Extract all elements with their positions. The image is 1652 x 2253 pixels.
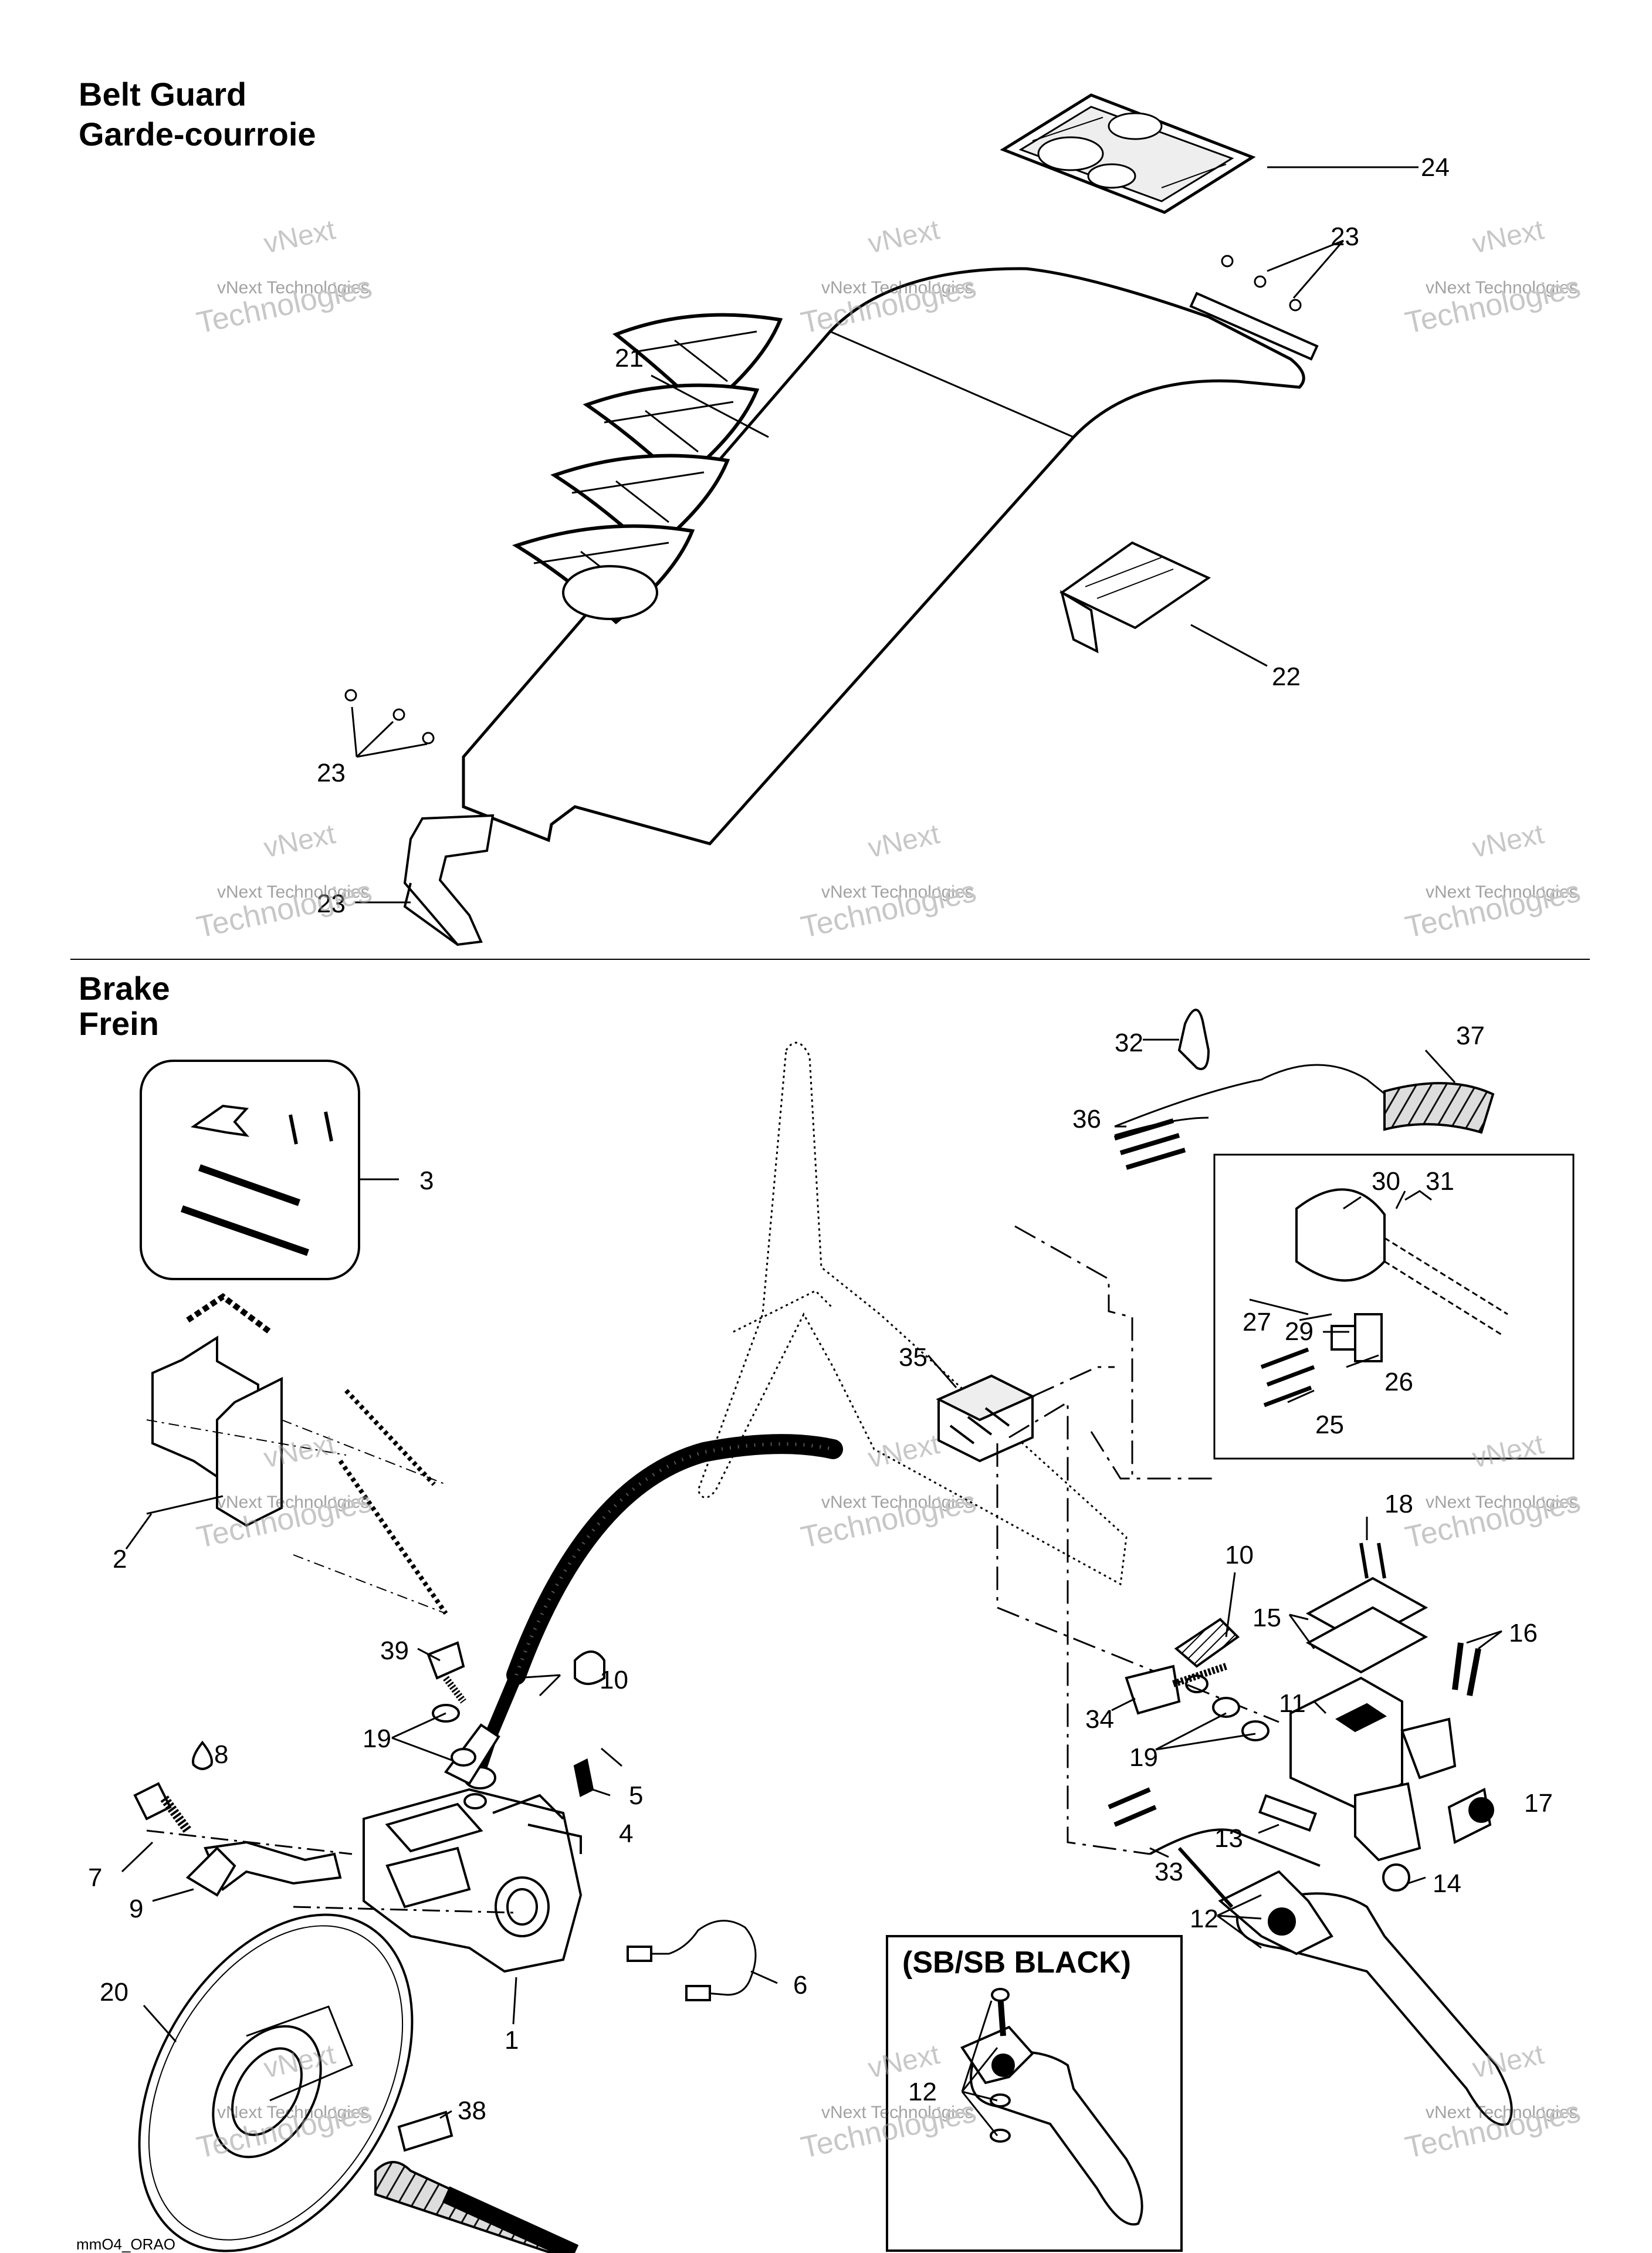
callout-35: 35: [899, 1343, 927, 1372]
watermark-line2: vNext Technologies: [217, 1493, 370, 1512]
watermark-line1: vNext: [1470, 818, 1546, 864]
section-title-brake-fr: Frein: [79, 1005, 159, 1042]
callout-37: 37: [1456, 1021, 1485, 1050]
callout-14: 14: [1433, 1869, 1461, 1898]
watermark-line2: vNext Technologies: [821, 1493, 974, 1512]
sb-black-inset: [886, 1935, 1183, 2252]
watermark-line2: vNext Technologies: [1426, 882, 1578, 902]
nut-23: [344, 255, 1302, 745]
callout-33: 33: [1155, 1858, 1183, 1886]
watermark-line1: vNext: [865, 818, 942, 864]
callout-6: 6: [793, 1971, 807, 2000]
callout-21: 21: [615, 344, 644, 373]
callout-19-right: 19: [1129, 1743, 1158, 1772]
brake-switch-inset: [1213, 1153, 1575, 1460]
callout-13: 13: [1214, 1824, 1243, 1853]
brake-lever: [1177, 1846, 1513, 2126]
banjo-fitting-upper: [1125, 1618, 1270, 1741]
watermark-line2: vNext Technologies: [1426, 1493, 1578, 1512]
oil-drop-icon: [192, 1740, 213, 1770]
watermark-line2: vNext Technologies: [821, 882, 974, 902]
section-title-belt-guard-fr: Garde-courroie: [79, 116, 316, 153]
connector-35: [936, 1374, 1035, 1463]
brake-leaders: [121, 1038, 1502, 2119]
callout-3: 3: [419, 1166, 434, 1195]
callout-16: 16: [1509, 1619, 1538, 1648]
watermark-line2: vNext Technologies: [821, 2103, 974, 2122]
callout-19-left: 19: [363, 1724, 391, 1753]
caliper-bolt-bracket: [133, 1782, 517, 1914]
caliper-assembly: [363, 1641, 605, 1973]
callout-10-upper: 10: [1225, 1541, 1254, 1569]
callout-34: 34: [1085, 1705, 1114, 1734]
callout-7: 7: [88, 1863, 102, 1892]
callout-38: 38: [458, 2096, 486, 2125]
callout-23-bracket: 23: [317, 889, 346, 918]
watermark-line1: vNext: [1470, 2039, 1546, 2084]
callout-9: 9: [129, 1895, 143, 1923]
callout-2: 2: [113, 1545, 127, 1574]
callout-4: 4: [619, 1819, 633, 1848]
footer-code: mmO4_ORAO: [76, 2235, 175, 2253]
callout-18: 18: [1384, 1490, 1413, 1518]
watermark-line1: vNext: [865, 1429, 942, 1474]
callout-23-top: 23: [1331, 222, 1359, 251]
callout-39: 39: [380, 1636, 409, 1665]
callout-5: 5: [629, 1781, 643, 1810]
callout-23-left: 23: [317, 759, 346, 787]
callout-27: 27: [1243, 1308, 1271, 1337]
callout-25: 25: [1315, 1410, 1344, 1439]
callout-10-lower: 10: [600, 1666, 628, 1694]
connector-dashlines: [996, 1366, 1279, 1855]
callout-31: 31: [1426, 1167, 1454, 1196]
brake-hose: [463, 1434, 843, 1789]
belt-guard-bracket: [403, 814, 495, 946]
brake-disc-20: [138, 1913, 414, 2252]
watermark-line2: vNext Technologies: [217, 2103, 370, 2122]
belt-guard-leaders: [351, 166, 1419, 904]
callout-36: 36: [1072, 1105, 1101, 1134]
kit-box-3: [140, 1060, 399, 1280]
callout-12-inset: 12: [908, 2078, 937, 2106]
watermark-line2: vNext Technologies: [1426, 278, 1578, 297]
decal-sheet-24: [1000, 93, 1256, 214]
brake-switch-cable: [1108, 1787, 1321, 1867]
section-title-brake-en: Brake: [79, 970, 170, 1007]
brake-pads-2: [125, 1293, 448, 1615]
watermark-line1: vNext: [1470, 214, 1546, 259]
callout-11: 11: [1279, 1689, 1306, 1718]
decal-22: [1059, 541, 1211, 654]
brake-line-6: [627, 1917, 759, 2001]
callout-30: 30: [1372, 1167, 1400, 1196]
callout-1: 1: [505, 2026, 519, 2055]
callout-labels: 24 23 21 22 23 23 3 2 32 37 36 30 31 27 …: [88, 153, 1553, 2125]
callout-26: 26: [1384, 1368, 1413, 1396]
callout-29: 29: [1285, 1317, 1314, 1346]
inset-label: (SB/SB BLACK): [902, 1946, 1131, 1980]
belt-guard-21: [462, 267, 1319, 845]
callout-12-right: 12: [1190, 1904, 1218, 1933]
callout-8: 8: [214, 1740, 228, 1769]
watermark-line1: vNext: [865, 214, 942, 259]
callout-32: 32: [1115, 1029, 1143, 1057]
master-cylinder: [1289, 1542, 1494, 1892]
belt-guard-drawing: [344, 93, 1319, 946]
callout-24: 24: [1421, 153, 1450, 182]
watermark-line2: vNext Technologies: [217, 278, 370, 297]
callout-22: 22: [1272, 662, 1301, 691]
callout-20: 20: [100, 1978, 128, 2007]
watermark-line2: vNext Technologies: [217, 882, 370, 902]
callout-17: 17: [1524, 1789, 1553, 1818]
watermark-line1: vNext: [261, 818, 338, 864]
section-title-belt-guard-en: Belt Guard: [79, 76, 247, 113]
callout-15: 15: [1252, 1604, 1281, 1632]
key-38-and-shaft: [374, 2110, 579, 2253]
watermark-line2: vNext Technologies: [1426, 2103, 1578, 2122]
watermark-line2: vNext Technologies: [821, 278, 974, 297]
switch-wiring: [1014, 1009, 1495, 1479]
watermark-line1: vNext: [261, 214, 338, 259]
